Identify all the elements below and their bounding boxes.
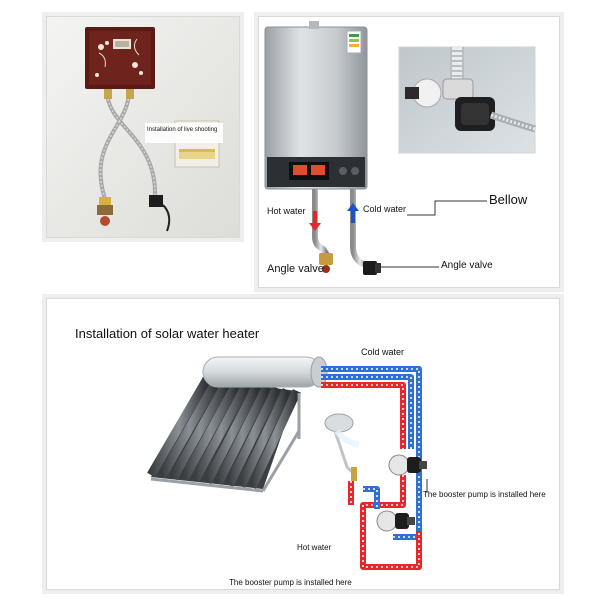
- cold-water-label: Cold water: [361, 347, 405, 357]
- caption-bubble: [145, 123, 223, 143]
- left-angle-valve: [319, 253, 333, 265]
- bottom-valves: [97, 195, 171, 232]
- solar-collector: [147, 376, 302, 493]
- angle-valve-label-right: Angle valve: [441, 260, 493, 271]
- braided-hoses: [98, 89, 158, 200]
- angle-valve-label-left: Angle valve: [267, 263, 324, 275]
- heater-connection-panel: Hot water Cold water Bellow Angle valve …: [258, 16, 560, 288]
- pump-right-label: The booster pump is installed here: [423, 490, 546, 499]
- cold-water-label: Cold water: [363, 204, 407, 214]
- wall-heater-illustration: [47, 17, 239, 237]
- cold-pipe-top-dots: [321, 368, 420, 538]
- pipe-network: [321, 366, 422, 570]
- cold-water-arrow-icon: [347, 203, 359, 211]
- solar-title: Installation of solar water heater: [75, 326, 260, 341]
- flow-arrows: [309, 203, 359, 231]
- hot-water-label: Hot water: [267, 206, 306, 216]
- solar-heater-illustration: [147, 356, 428, 570]
- wall-caption: Installation of live shooting: [147, 127, 218, 133]
- shower-head-icon: [324, 413, 360, 481]
- hot-water-label: Hot water: [297, 543, 332, 552]
- pump-bottom-label: The booster pump is installed here: [229, 578, 352, 587]
- wall-heater-photo-panel: Installation of live shooting: [46, 16, 240, 238]
- heater-connection-illustration: [264, 21, 537, 275]
- right-angle-valve: [363, 261, 377, 275]
- hot-water-arrow-icon: [309, 223, 321, 231]
- cold-pipe-lower: [363, 486, 380, 509]
- booster-pump-lower: [376, 510, 415, 532]
- gas-water-heater: [264, 21, 368, 190]
- heater-unit: [85, 27, 155, 89]
- bellow-detail-inset: [398, 46, 537, 154]
- cold-pipe-inner-dots: [321, 376, 412, 449]
- solar-tank: [202, 356, 328, 388]
- solar-heater-panel: Installation of solar water heater Cold …: [46, 298, 560, 590]
- hot-pipe-lower-dots: [362, 475, 420, 568]
- heater-pipes: [312, 189, 381, 275]
- booster-pump-upper: [388, 454, 427, 476]
- hot-pipe-outer-dots: [321, 384, 404, 449]
- bellow-label: Bellow: [489, 192, 528, 207]
